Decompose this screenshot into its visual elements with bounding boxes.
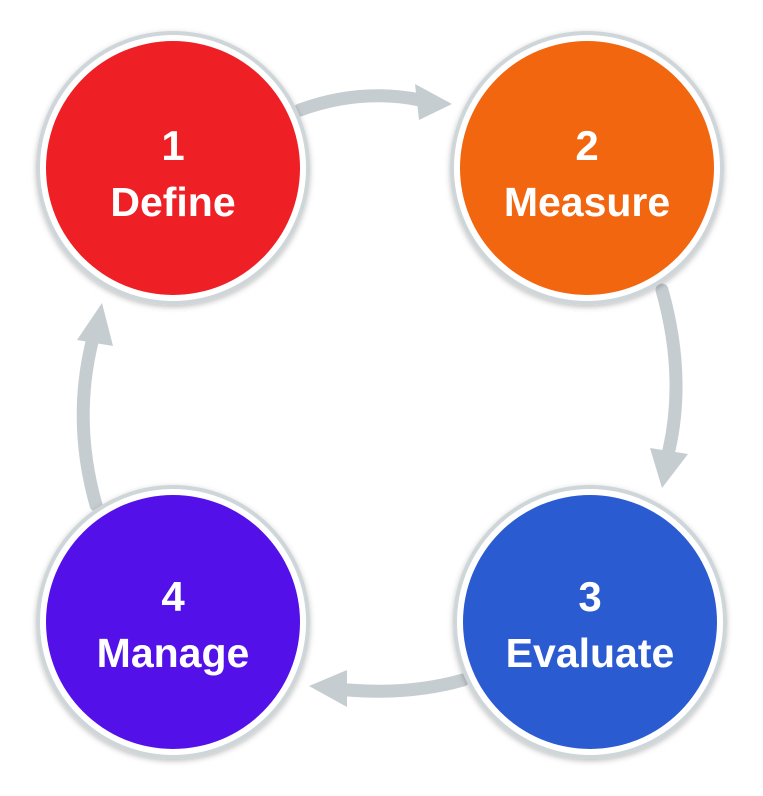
step-2-label: Measure <box>504 179 670 225</box>
connector-arrows <box>76 84 688 707</box>
step-3-fill <box>463 495 717 749</box>
arrow-head-evaluate-to-manage <box>309 670 347 707</box>
step-2-fill <box>460 41 714 295</box>
step-3: 3 Evaluate <box>453 485 727 759</box>
arrow-head-measure-to-evaluate <box>650 448 688 488</box>
step-2-number: 2 <box>575 122 598 169</box>
step-3-number: 3 <box>578 573 601 620</box>
arrow-measure-to-evaluate <box>655 283 683 457</box>
arrow-head-manage-to-define <box>77 303 113 346</box>
arrow-head-define-to-measure <box>415 84 452 120</box>
step-1: 1 Define <box>36 31 310 305</box>
step-4-label: Manage <box>97 630 250 676</box>
arrow-define-to-measure <box>293 89 427 117</box>
step-1-fill <box>46 41 300 295</box>
step-4: 4 Manage <box>36 485 310 759</box>
arrow-evaluate-to-manage <box>341 673 470 698</box>
step-3-label: Evaluate <box>506 630 675 676</box>
step-1-number: 1 <box>161 122 184 169</box>
step-2: 2 Measure <box>450 31 724 305</box>
step-4-fill <box>46 495 300 749</box>
step-4-number: 4 <box>161 573 185 620</box>
arrow-manage-to-define <box>76 331 103 512</box>
step-1-label: Define <box>110 179 235 225</box>
